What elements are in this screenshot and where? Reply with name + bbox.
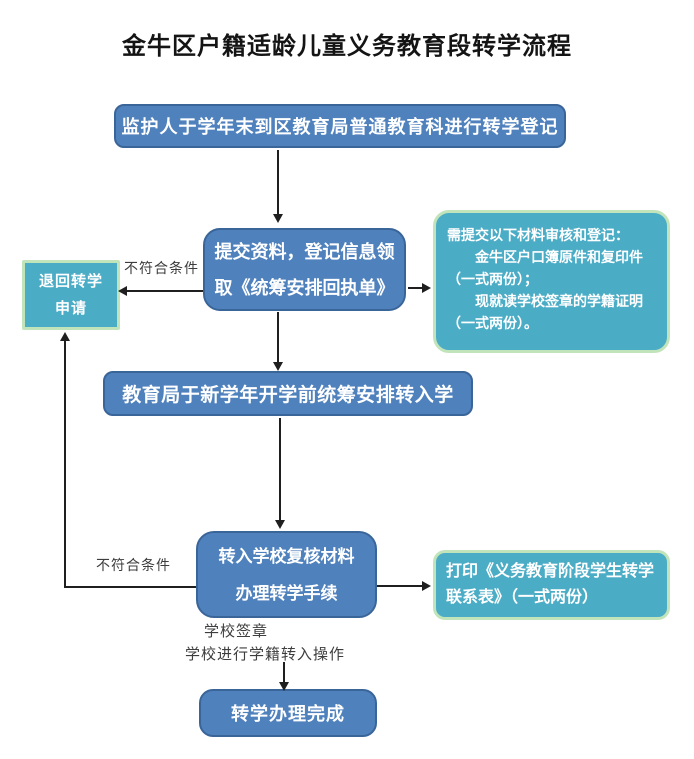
node-complete-text: 转学办理完成 [231, 704, 345, 724]
node-school-review: 转入学校复核材料 办理转学手续 [196, 531, 377, 618]
node-register: 监护人于学年末到区教育局普通教育科进行转学登记 [114, 104, 566, 148]
arrowhead-up-icon [60, 332, 70, 341]
node-review-line-1: 转入学校复核材料 [218, 546, 355, 566]
connector-submit-to-return [126, 290, 203, 292]
connector-action-to-complete [283, 662, 285, 684]
connector-review-to-print [377, 585, 423, 587]
note-print-line-2: 联系表》（一式两份） [446, 589, 599, 606]
connector-submit-to-arrange [277, 312, 279, 364]
node-submit-materials: 提交资料，登记信息领 取《统筹安排回执单》 [203, 228, 406, 311]
arrowhead-left-icon [118, 286, 127, 296]
node-arrange-placement: 教育局于新学年开学前统筹安排转入学 [103, 371, 473, 416]
arrowhead-down-icon [275, 520, 285, 529]
connector-arrange-to-review [279, 418, 281, 522]
node-review-line-2: 办理转学手续 [235, 583, 338, 603]
connector-review-reject-horizontal [64, 586, 196, 588]
note-print-line-1: 打印《义务教育阶段学生转学 [446, 563, 655, 580]
node-register-text: 监护人于学年末到区教育局普通教育科进行转学登记 [121, 117, 559, 137]
label-school-seal: 学校签章 [204, 623, 269, 640]
note-required-materials: 需提交以下材料审核和登记： 金牛区户口簿原件和复印件 （一式两份）； 现就读学校… [433, 210, 670, 353]
arrowhead-right-icon [422, 581, 431, 591]
node-arrange-text: 教育局于新学年开学前统筹安排转入学 [122, 385, 454, 406]
node-transfer-complete: 转学办理完成 [199, 689, 377, 737]
label-reject-condition-lower: 不符合条件 [96, 557, 171, 573]
node-submit-line-1: 提交资料，登记信息领 [214, 241, 395, 262]
node-return-line-1: 退回转学 [38, 273, 103, 290]
note-materials-line-4: 现就读学校签章的学籍证明 [475, 293, 643, 309]
note-materials-line-3: （一式两份）； [447, 271, 538, 287]
arrowhead-down-icon [273, 214, 283, 223]
note-materials-line-2: 金牛区户口簿原件和复印件 [475, 249, 643, 265]
note-materials-line-5: （一式两份）。 [447, 315, 538, 331]
label-school-transfer-action: 学校进行学籍转入操作 [185, 646, 346, 663]
node-return-line-2: 申请 [54, 300, 87, 317]
note-print-contact-form: 打印《义务教育阶段学生转学 联系表》（一式两份） [433, 550, 670, 620]
connector-register-to-submit [277, 150, 279, 216]
node-submit-line-2: 取《统筹安排回执单》 [214, 277, 395, 298]
arrowhead-down-icon [279, 682, 289, 691]
arrowhead-right-icon [422, 283, 431, 293]
connector-submit-to-materials [408, 287, 423, 289]
label-reject-condition-upper: 不符合条件 [124, 260, 199, 276]
arrowhead-down-icon [273, 362, 283, 371]
page-title: 金牛区户籍适龄儿童义务教育段转学流程 [122, 34, 572, 60]
connector-review-reject-vertical [64, 341, 66, 588]
note-materials-line-1: 需提交以下材料审核和登记： [447, 227, 629, 243]
node-return-application: 退回转学 申请 [22, 260, 120, 330]
